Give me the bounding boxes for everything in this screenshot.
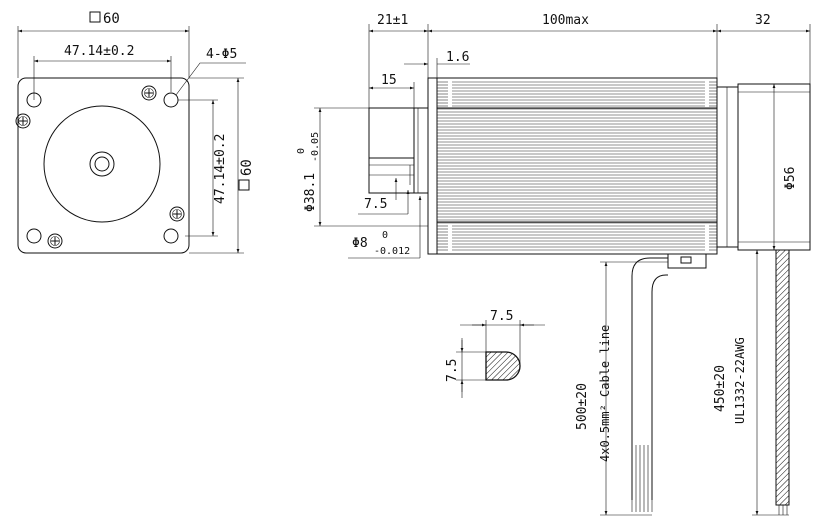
shaft <box>368 107 429 194</box>
front-view: 60 47.14±0.2 4-Φ5 47.14±0.2 60 <box>15 11 255 254</box>
cable-connector <box>667 253 707 269</box>
label-square-size-side: 60 <box>239 159 255 176</box>
label-flange-thickness: 1.6 <box>446 50 469 65</box>
encoder-cable: 450±20 UL1332-22AWG <box>713 249 790 516</box>
label-hole-spacing: 47.14±0.2 <box>64 44 134 59</box>
screw-icon <box>47 233 63 249</box>
flange-plate <box>427 77 438 255</box>
cooling-fins <box>437 81 717 251</box>
side-view: 21±1 100max 32 1.6 15 Φ38.1 0 -0.05 <box>296 13 811 269</box>
label-encoder-cable-length: 450±20 <box>713 365 728 412</box>
label-encoder-length: 32 <box>755 13 771 28</box>
square-symbol-icon <box>238 179 250 191</box>
label-shaft-tol-lower: -0.012 <box>374 246 410 257</box>
label-hole-spacing-vertical: 47.14±0.2 <box>213 134 228 204</box>
label-shaft-diameter: Φ8 <box>352 236 368 251</box>
mount-hole-top-right <box>163 92 179 108</box>
d-profile <box>485 351 521 381</box>
boss-circle <box>43 105 161 223</box>
connector-tab <box>680 256 692 264</box>
label-motor-cable-spec: 4x0.5mm² Cable line <box>598 325 612 462</box>
label-motor-cable-length: 500±20 <box>575 383 590 430</box>
mount-hole-bottom-right <box>163 228 179 244</box>
shaft-inner-circle <box>94 156 110 172</box>
shaft-section: 7.5 7.5 <box>445 309 545 398</box>
motor-cable: 500±20 4x0.5mm² Cable line <box>575 257 668 516</box>
label-section-height: 7.5 <box>445 359 460 382</box>
encoder-cable-sheath <box>775 249 790 506</box>
label-pilot-tol-upper: 0 <box>296 148 307 154</box>
flange-square <box>17 77 190 254</box>
screw-icon <box>15 113 31 129</box>
square-symbol-icon <box>89 11 101 23</box>
label-pilot-tol-lower: -0.05 <box>310 132 321 162</box>
label-pilot-diameter: Φ38.1 <box>303 173 318 212</box>
encoder-collar <box>716 86 739 248</box>
label-shaft-tol-upper: 0 <box>382 230 388 241</box>
screw-icon <box>169 206 185 222</box>
label-square-size: 60 <box>103 11 120 27</box>
shaft-outer-circle <box>89 151 115 177</box>
mount-hole-bottom-left <box>26 228 42 244</box>
label-body-length: 100max <box>542 13 589 28</box>
leader-holes <box>175 62 246 96</box>
label-shaft-length: 21±1 <box>377 13 408 28</box>
label-holes: 4-Φ5 <box>206 47 237 62</box>
label-encoder-diameter: Φ56 <box>783 167 798 190</box>
label-flat-depth: 7.5 <box>364 197 387 212</box>
label-flat-length: 15 <box>381 73 397 88</box>
screw-icon <box>141 85 157 101</box>
label-section-width: 7.5 <box>490 309 513 324</box>
label-encoder-cable-spec: UL1332-22AWG <box>733 337 747 424</box>
